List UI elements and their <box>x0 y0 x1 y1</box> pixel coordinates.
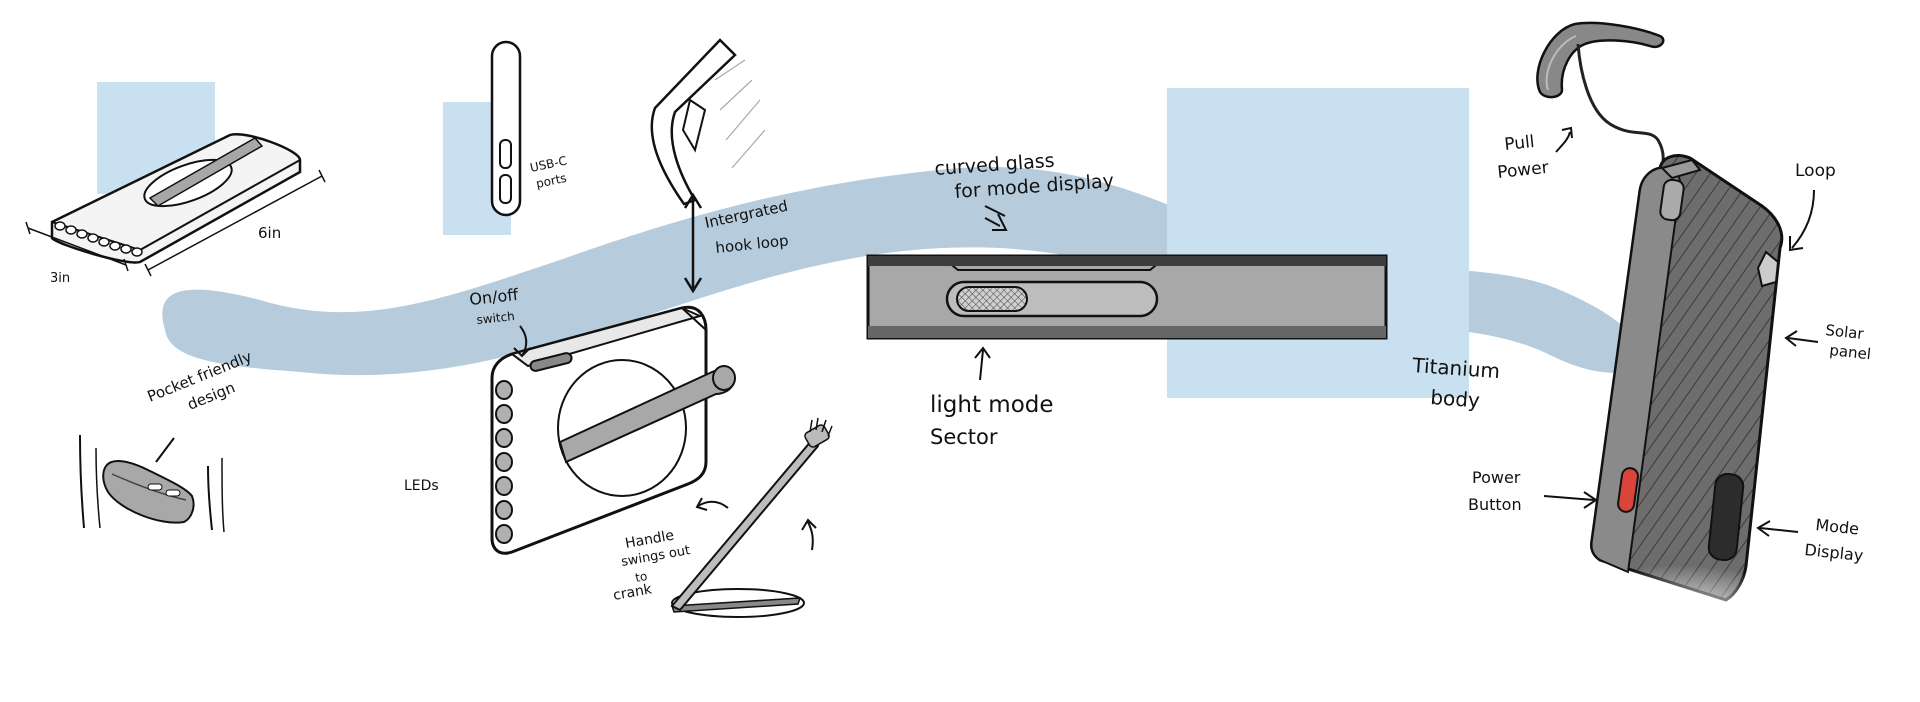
device-ports-side <box>490 40 522 217</box>
glass-arrow <box>984 205 1008 231</box>
power-label-1: Power <box>1472 468 1521 487</box>
solar-arrow <box>1784 330 1819 347</box>
crank-handle <box>670 417 833 618</box>
onoff-label-2: switch <box>476 309 516 327</box>
leds-label: LEDs <box>404 478 439 494</box>
swing-arrow-up <box>801 518 817 551</box>
pull-label-2: Power <box>1496 158 1549 183</box>
mode-arrow <box>1756 520 1799 537</box>
handle-label-3: to <box>634 569 648 585</box>
power-label-2: Button <box>1468 495 1522 514</box>
depth-label: 3in <box>50 271 70 286</box>
pull-label-1: Pull <box>1503 132 1535 155</box>
solar-label-1: Solar <box>1825 321 1866 343</box>
usbc-label-2: ports <box>535 171 568 191</box>
handle-label-4: crank <box>612 581 654 604</box>
swing-arrow-left <box>695 497 729 511</box>
onoff-arrow <box>513 325 531 358</box>
pocket-sketch <box>79 434 225 533</box>
loop-arrow <box>1789 189 1815 252</box>
lightmode-arrow <box>974 346 991 381</box>
background-ribbon <box>162 166 1642 376</box>
lightmode-label-1: light mode <box>930 392 1054 418</box>
solar-label-2: panel <box>1829 341 1872 363</box>
titanium-label-2: body <box>1430 385 1481 412</box>
device-pocket-top <box>25 132 326 277</box>
loop-label: Loop <box>1795 161 1836 181</box>
mode-label-1: Mode <box>1815 515 1860 538</box>
device-long-bar <box>866 254 1388 340</box>
hook-sketch <box>650 38 766 294</box>
device-main-angled <box>490 305 736 555</box>
bg-block-right <box>1167 88 1469 398</box>
pull-arrow <box>1555 126 1573 153</box>
device-tall-standing <box>1536 21 1820 685</box>
pocket-pointer <box>155 437 175 463</box>
mode-label-2: Display <box>1804 540 1865 565</box>
width-label: 6in <box>258 224 281 242</box>
lightmode-label-2: Sector <box>930 425 998 449</box>
power-arrow <box>1543 491 1598 509</box>
